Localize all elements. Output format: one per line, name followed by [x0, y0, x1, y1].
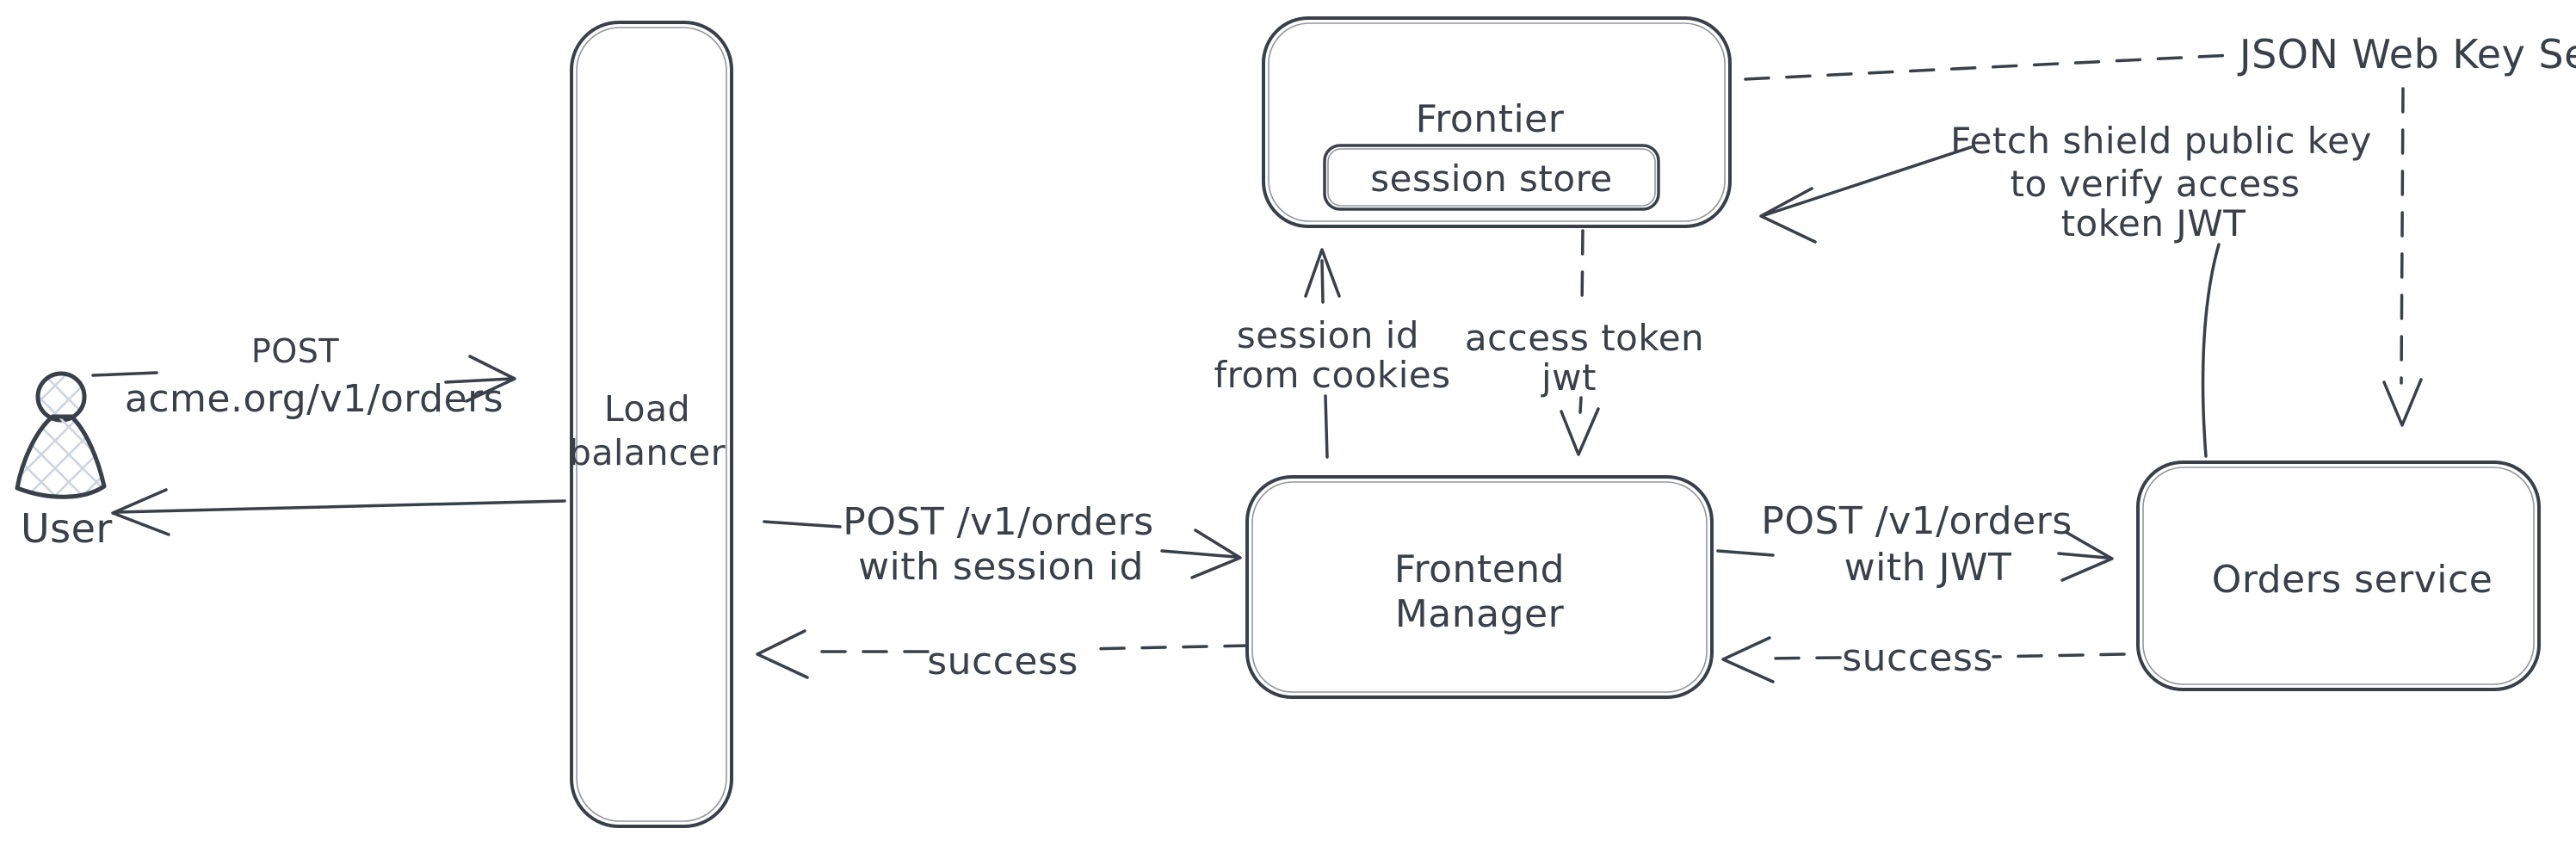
arrow-fm-to-frontier: session id from cookies: [1214, 248, 1450, 459]
arrow-line: [1744, 53, 2234, 81]
node-load-balancer: Load balancer: [569, 21, 733, 828]
arrow-orders-to-fm-success: success: [1721, 636, 2126, 683]
node-label: Orders service: [2212, 558, 2493, 602]
edge-label: from cookies: [1214, 354, 1450, 396]
edge-label: Fetch shield public key: [1950, 120, 2372, 162]
edge-label: success: [1842, 636, 1993, 680]
node-frontier: Frontier session store: [1262, 16, 1732, 228]
orders-service-box-sketch: [2142, 467, 2535, 685]
user-actor: User: [15, 371, 113, 552]
edge-label: with session id: [858, 545, 1144, 589]
arrow-line: [763, 520, 842, 529]
user-body-icon: [15, 414, 107, 499]
arrow-head: [756, 629, 809, 679]
arrow-head: [465, 355, 516, 403]
user-head-icon: [35, 371, 87, 423]
arrow-line: [1324, 394, 1329, 459]
frontier-box-sketch: [1268, 22, 1726, 222]
edge-label: POST: [251, 332, 339, 370]
edge-label: success: [927, 640, 1078, 683]
arrow-line: [1160, 549, 1238, 559]
frontend-manager-box-sketch: [1251, 481, 1708, 693]
jwks-label: JSON Web Key Set: [2237, 31, 2576, 77]
edge-label: POST /v1/orders: [843, 500, 1153, 544]
node-label: balancer: [569, 432, 726, 473]
load-balancer-box: [570, 21, 733, 828]
edge-label: access token: [1465, 317, 1704, 359]
arrow-frontier-to-jwks: JSON Web Key Set: [1744, 31, 2576, 81]
arrow-line: [1320, 259, 1325, 304]
arrow-head: [1721, 636, 1775, 683]
arrow-line: [2400, 87, 2405, 385]
session-store-box: [1323, 144, 1660, 211]
arrow-line: [91, 371, 158, 377]
arrow-orders-to-frontier: Fetch shield public key to verify access…: [1759, 120, 2372, 458]
arrow-head: [2382, 378, 2423, 427]
node-label: Frontier: [1416, 97, 1565, 141]
edge-label: acme.org/v1/orders: [125, 377, 503, 421]
arrow-head: [1304, 248, 1341, 298]
arrow-head: [1190, 529, 1242, 579]
arrow-frontier-to-fm: access token jwt: [1465, 229, 1704, 456]
arrow-head: [2060, 530, 2114, 582]
arrow-head: [111, 488, 170, 536]
arrow-line: [1578, 396, 1583, 414]
arrow-fm-to-orders: POST /v1/orders with JWT: [1716, 499, 2114, 590]
arrow-line: [1992, 652, 2126, 658]
node-frontend-manager: Frontend Manager: [1245, 475, 1714, 699]
arrow-user-to-lb: POST acme.org/v1/orders: [91, 332, 516, 421]
arrow-fm-to-lb-success: success: [756, 629, 1250, 683]
arrow-line: [1763, 145, 1973, 217]
arrow-line: [115, 499, 566, 514]
edge-label: POST /v1/orders: [1761, 499, 2072, 543]
edge-label: token JWT: [2061, 202, 2246, 244]
frontend-manager-box: [1245, 475, 1714, 699]
arrow-line: [1716, 549, 1775, 557]
arrow-line: [2057, 552, 2109, 560]
user-label: User: [21, 505, 113, 552]
arrow-head: [1759, 187, 1817, 244]
load-balancer-box-sketch: [576, 27, 727, 822]
node-label: Load: [604, 388, 690, 430]
edge-label: jwt: [1541, 356, 1597, 399]
orders-service-box: [2136, 461, 2541, 691]
arrow-line: [2201, 243, 2221, 458]
node-orders-service: Orders service: [2136, 461, 2541, 691]
arrow-lb-to-user: [111, 488, 566, 536]
arrow-jwks-to-orders: [2382, 87, 2423, 427]
edge-label: session id: [1237, 314, 1419, 356]
session-store-box-sketch: [1327, 148, 1656, 207]
node-label: Manager: [1395, 592, 1565, 636]
edge-label: to verify access: [2011, 163, 2301, 205]
arrow-line: [1083, 644, 1250, 651]
edge-label: with JWT: [1844, 546, 2012, 590]
node-label: session store: [1370, 158, 1613, 200]
arrow-lb-to-fm: POST /v1/orders with session id: [763, 500, 1242, 589]
node-label: Frontend: [1394, 547, 1565, 591]
arrow-line: [1580, 229, 1585, 312]
arrow-head: [1560, 407, 1600, 456]
frontier-box: [1262, 16, 1732, 228]
arrow-line: [444, 377, 513, 384]
